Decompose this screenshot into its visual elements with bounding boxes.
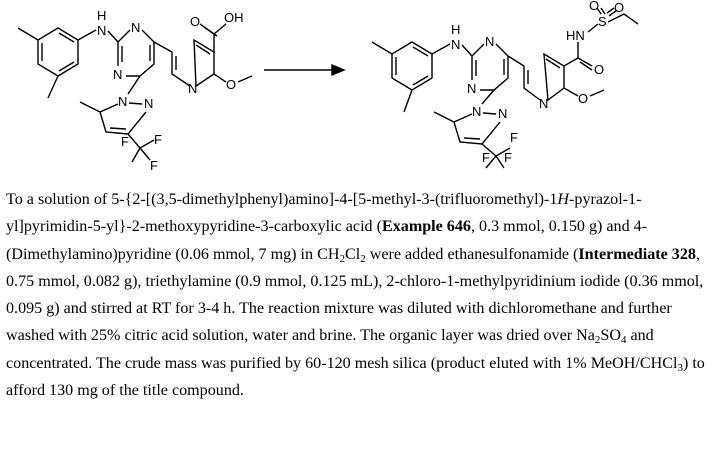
reaction-arrow: [264, 63, 346, 77]
reactant-pyrazole-n1: N: [118, 94, 127, 109]
product-amide-hn: HN: [566, 28, 585, 43]
product-pyridine-n: N: [539, 96, 548, 111]
reactant-methoxy-o: O: [226, 77, 236, 92]
product-sulfonyl-s: S: [598, 14, 607, 29]
reactant-pyrimidine-n1: N: [131, 20, 140, 35]
procedure-text-6: , 0.75 mmol, 0.082 g), triethylamine (0.…: [6, 245, 704, 345]
product-structure: N H N N N N F F F N O: [371, 0, 639, 169]
procedure-italic-h: H: [557, 191, 570, 208]
reactant-cf3-f1: F: [154, 132, 162, 147]
chcl3-sub: 3: [677, 361, 683, 374]
reactant-amine-n: N: [97, 23, 106, 38]
reactant-pyridine-n: N: [188, 81, 197, 96]
example-ref: Example 646: [381, 218, 471, 236]
product-cf3-f1: F: [510, 130, 518, 145]
reactant-cf3-f2: F: [150, 158, 158, 173]
procedure-text-4: Cl: [344, 245, 361, 263]
reactant-structure: N H N N N N F F F N: [17, 8, 253, 173]
procedure-text-1: To a solution of 5-{2-[(3,5-dimethylphen…: [6, 191, 558, 208]
procedure-text-7: SO: [600, 327, 621, 345]
reaction-scheme: N H N N N N F F F N: [17, 0, 639, 173]
ch2cl2-sub-1: 2: [339, 252, 345, 265]
reactant-pyrazole-n2: N: [144, 96, 153, 111]
product-pyrimidine-n1: N: [485, 34, 494, 49]
na2so4-sub-1: 2: [594, 334, 601, 347]
reactant-pyrimidine-n2: N: [113, 67, 122, 82]
procedure-text-5: were added ethanesulfonamide (: [365, 245, 579, 263]
procedure-text-3: , 0.3 mmol, 0.150 g) and 4-(Dimethylamin…: [6, 218, 648, 263]
product-sulfonyl-o2: O: [614, 0, 624, 15]
product-cf3-f2: F: [504, 150, 512, 165]
product-sulfonyl-o1: O: [589, 0, 599, 13]
product-pyrazole-n1: N: [472, 104, 481, 119]
ch2cl2-sub-2: 2: [360, 252, 366, 265]
procedure-text-2: -pyrazol-1-yl]pyrimidin-5-yl}-2-methoxyp…: [6, 191, 642, 236]
intermediate-ref: Intermediate 328: [578, 245, 696, 263]
procedure-text-8: and concentrated. The crude mass was pur…: [6, 327, 678, 372]
product-amine-h: H: [451, 22, 460, 37]
procedure-paragraph: To a solution of 5-{2-[(3,5-dimethylphen…: [6, 186, 718, 404]
procedure-text-9: ) to afford 130 mg of the title compound…: [6, 354, 705, 400]
product-amide-o: O: [594, 62, 604, 77]
product-methoxy-o: O: [578, 91, 588, 106]
reactant-amine-h: H: [97, 8, 106, 23]
product-pyrimidine-n2: N: [467, 81, 476, 96]
product-cf3-f3: F: [482, 150, 490, 165]
product-amine-n: N: [451, 37, 460, 52]
product-pyrazole-n2: N: [498, 106, 507, 121]
reactant-cooh-o: O: [190, 14, 200, 29]
reactant-cf3-f3: F: [121, 134, 129, 149]
reactant-cooh-oh: OH: [224, 10, 244, 25]
na2so4-sub-2: 4: [620, 334, 627, 347]
